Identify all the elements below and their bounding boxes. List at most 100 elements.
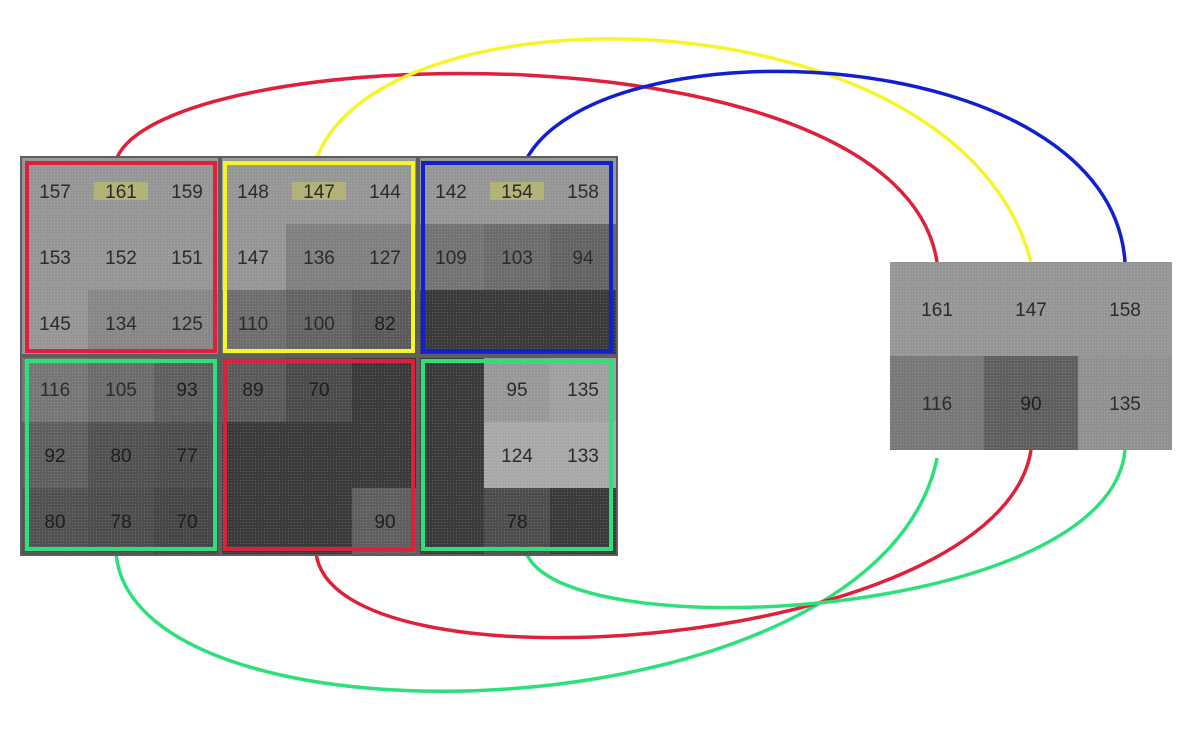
pooling-window-red: [223, 359, 415, 551]
pooling-window-green: [25, 359, 217, 551]
input-cell-value: 70: [308, 380, 329, 401]
input-cell-value: 80: [110, 446, 131, 467]
output-cell-value: 158: [1109, 300, 1141, 321]
output-cell-texture: [1078, 356, 1172, 450]
output-cell-value: 135: [1109, 394, 1141, 415]
input-cell-value: 109: [435, 248, 467, 269]
input-cell-texture: [154, 290, 220, 356]
input-cell-texture: [286, 488, 352, 554]
input-cell-texture: [418, 158, 484, 224]
max-value-highlight: [94, 182, 148, 200]
input-cell-texture: [352, 488, 418, 554]
input-cell-texture: [22, 224, 88, 290]
input-cell-value: 100: [303, 314, 335, 335]
input-cell-texture: [550, 224, 616, 290]
input-cell-texture: [550, 356, 616, 422]
input-cell-texture: [286, 290, 352, 356]
input-cell-texture: [22, 356, 88, 422]
output-cell-value: 116: [922, 394, 952, 415]
input-cell-value: 80: [44, 512, 65, 533]
input-cell-texture: [220, 422, 286, 488]
input-cell-value: 70: [176, 512, 197, 533]
input-cell-value: 103: [501, 248, 533, 269]
input-cell-value: 153: [39, 248, 71, 269]
input-cell-texture: [352, 356, 418, 422]
output-cell-texture: [1078, 262, 1172, 356]
output-cell-value: 147: [1015, 300, 1047, 321]
input-cell-texture: [88, 422, 154, 488]
input-cell-value: 161: [105, 182, 137, 203]
input-cell-value: 94: [572, 248, 594, 269]
connection-curve: [314, 37, 1033, 263]
output-cell-texture: [890, 262, 984, 356]
input-cell-value: 105: [105, 380, 137, 401]
input-cell-texture: [484, 224, 550, 290]
input-cell-texture: [418, 422, 484, 488]
connection-curves: [114, 37, 1127, 693]
input-cell-texture: [22, 290, 88, 356]
input-cell-texture: [550, 158, 616, 224]
input-cell-texture: [286, 356, 352, 422]
input-cell-texture: [352, 158, 418, 224]
input-cell-texture: [88, 290, 154, 356]
input-cell-texture: [550, 422, 616, 488]
input-cell-texture: [418, 224, 484, 290]
input-cell-value: 93: [176, 380, 197, 401]
input-cell-value: 116: [40, 380, 70, 401]
input-cell-value: 134: [105, 314, 137, 335]
input-cell-texture: [352, 422, 418, 488]
input-cell-value: 147: [237, 248, 269, 269]
input-cell-texture: [220, 224, 286, 290]
input-cell-texture: [88, 488, 154, 554]
input-cell-value: 124: [501, 446, 533, 467]
input-cell-value: 152: [105, 248, 137, 269]
input-cell-texture: [484, 422, 550, 488]
input-cell-value: 142: [435, 182, 467, 203]
input-cell-value: 154: [501, 182, 533, 203]
input-cell-texture: [220, 488, 286, 554]
output-cell-value: 161: [921, 300, 953, 321]
max-value-highlight: [292, 182, 346, 200]
connection-curve: [524, 449, 1127, 610]
input-cell-texture: [220, 356, 286, 422]
input-cell-value: 127: [369, 248, 401, 269]
input-cell-texture: [286, 224, 352, 290]
input-cell-value: 136: [303, 248, 335, 269]
input-cell-texture: [22, 488, 88, 554]
max-value-highlight: [490, 182, 544, 200]
input-cell-value: 89: [242, 380, 263, 401]
input-cell-value: 158: [567, 182, 599, 203]
input-cell-texture: [154, 158, 220, 224]
input-cell-value: 110: [238, 314, 268, 335]
connection-curve: [114, 457, 939, 693]
input-cell-value: 82: [374, 314, 395, 335]
block-separator: [22, 354, 616, 358]
connection-curve: [524, 69, 1127, 263]
input-cell-value: 78: [506, 512, 527, 533]
input-cell-texture: [418, 290, 484, 356]
input-cell-texture: [154, 422, 220, 488]
input-cell-value: 77: [176, 446, 197, 467]
input-cell-value: 145: [39, 314, 71, 335]
output-cell-texture: [984, 356, 1078, 450]
input-cell-texture: [418, 356, 484, 422]
pooling-window-red: [25, 161, 217, 353]
input-cell-value: 135: [567, 380, 599, 401]
pooling-window-green: [421, 359, 613, 551]
input-cell-value: 159: [171, 182, 203, 203]
input-cell-value: 144: [369, 182, 401, 203]
pooling-window-blue: [421, 161, 613, 353]
input-cell-value: 90: [374, 512, 395, 533]
input-cell-value: 78: [110, 512, 131, 533]
input-cell-value: 148: [237, 182, 269, 203]
pooling-windows: [25, 161, 613, 551]
input-cell-texture: [220, 158, 286, 224]
input-cell-value: 95: [506, 380, 527, 401]
input-cell-texture: [352, 224, 418, 290]
input-cell-texture: [352, 290, 418, 356]
input-cell-texture: [88, 224, 154, 290]
input-cell-texture: [418, 488, 484, 554]
